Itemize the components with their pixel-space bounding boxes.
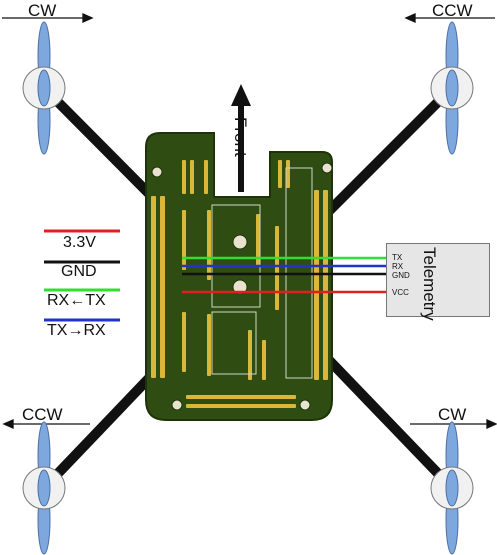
telemetry-wires — [182, 256, 386, 294]
telemetry-title: Telemetry — [420, 247, 439, 321]
rotor-direction-arrows — [2, 12, 497, 430]
legend-label-tx-rx: TX→RX — [47, 322, 106, 339]
telemetry-pin-vcc: VCC — [392, 288, 409, 297]
front-label: Front — [231, 117, 250, 157]
rotor-label-top-left: CW — [28, 1, 57, 20]
propeller-top-left — [22, 21, 66, 155]
rotor-label-bottom-left: CCW — [22, 405, 63, 424]
telemetry-module — [386, 243, 490, 317]
propeller-bottom-right — [430, 421, 474, 555]
telemetry-pin-tx: TX — [392, 253, 403, 262]
legend-label-3v3: 3.3V — [63, 234, 96, 251]
circuit-board — [145, 132, 333, 421]
legend-swatches — [44, 229, 120, 322]
front-arrow-icon — [231, 84, 251, 192]
legend-label-gnd: GND — [61, 263, 97, 280]
telemetry-pin-gnd: GND — [392, 271, 410, 280]
propeller-bottom-left — [22, 421, 66, 555]
rotor-label-top-right: CCW — [432, 1, 473, 20]
telemetry-pin-rx: RX — [392, 262, 404, 271]
legend-label-rx-tx: RX←TX — [47, 292, 106, 309]
rotor-label-bottom-right: CW — [438, 405, 467, 424]
propeller-top-right — [430, 21, 474, 155]
header-pads — [151, 160, 328, 408]
